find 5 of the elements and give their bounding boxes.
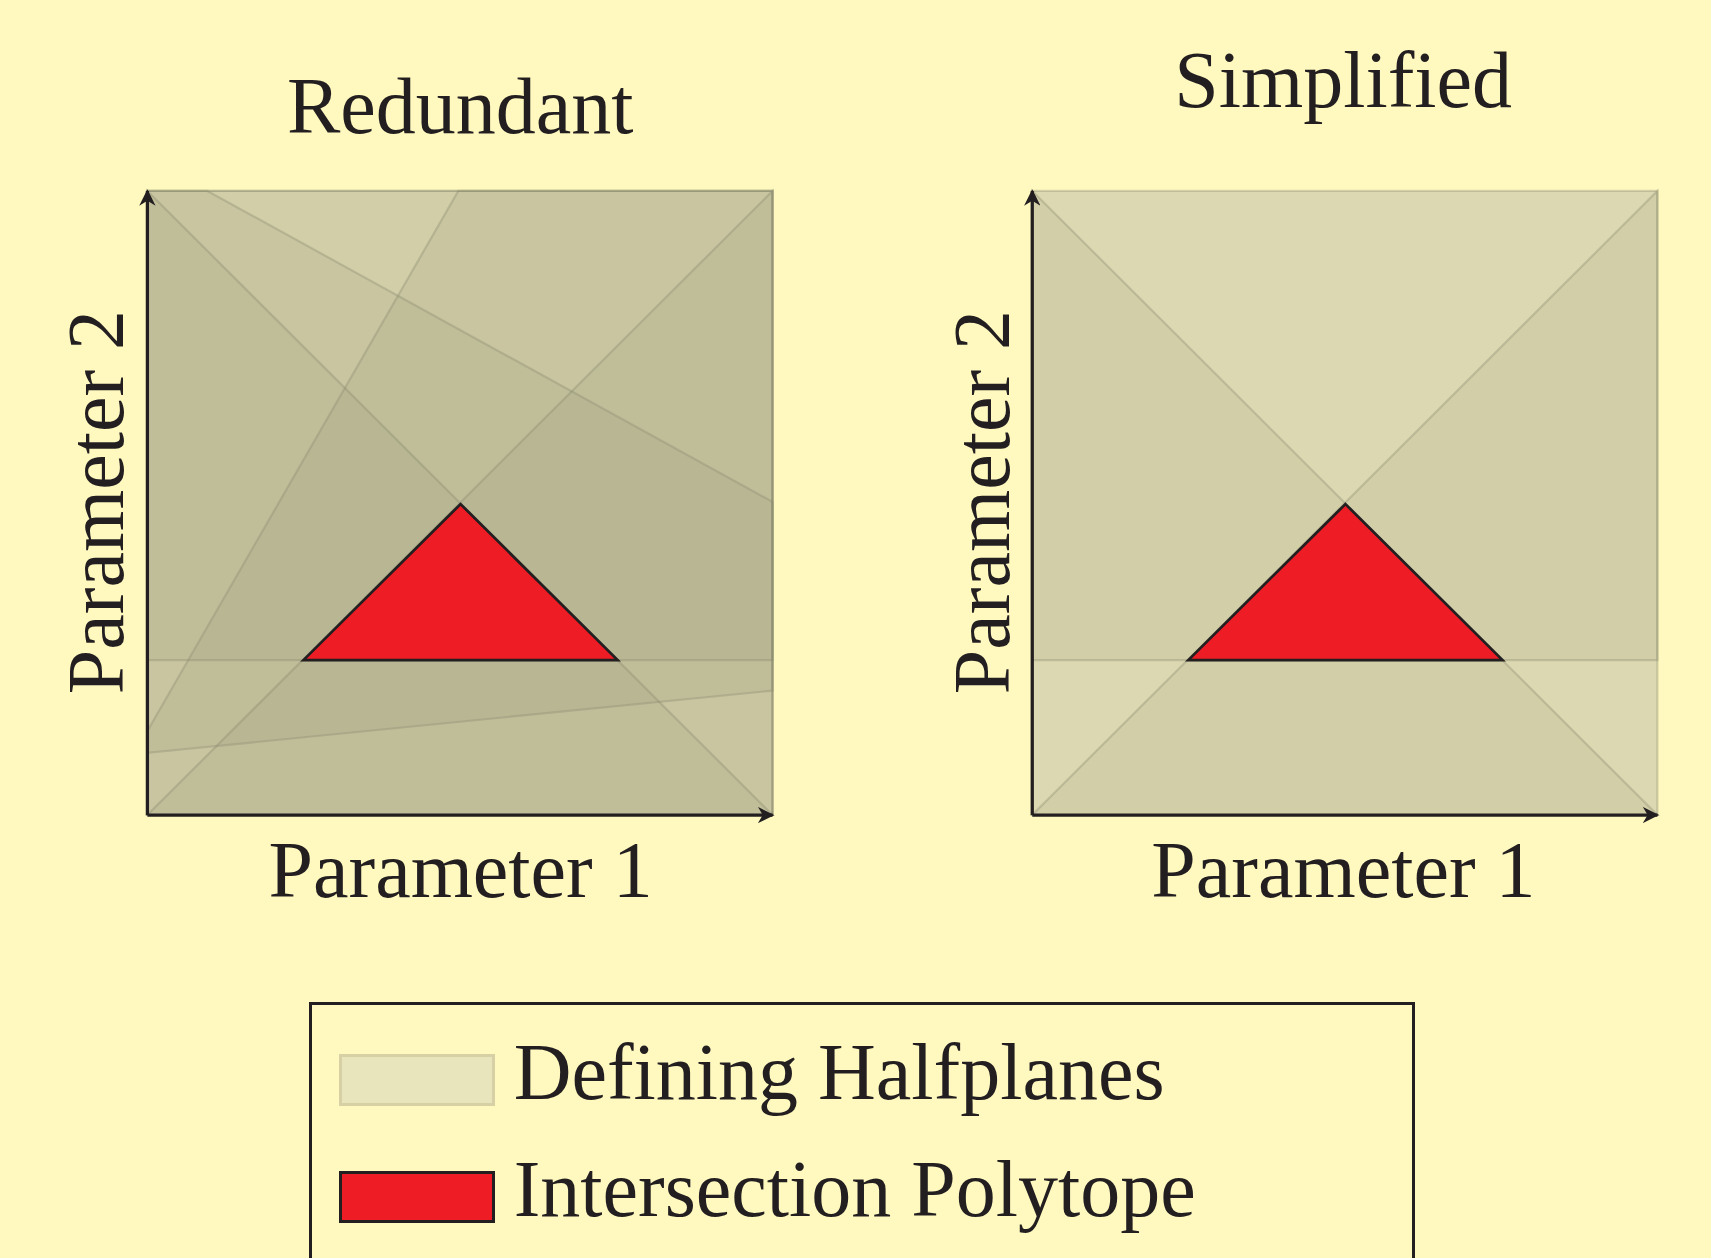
panel-title: Redundant: [287, 65, 634, 146]
axis-label: Parameter 1: [268, 829, 653, 910]
axis-label: Parameter 1: [1151, 829, 1536, 910]
axis-label: Parameter 2: [942, 309, 1023, 695]
axis-label: Parameter 2: [56, 309, 137, 695]
